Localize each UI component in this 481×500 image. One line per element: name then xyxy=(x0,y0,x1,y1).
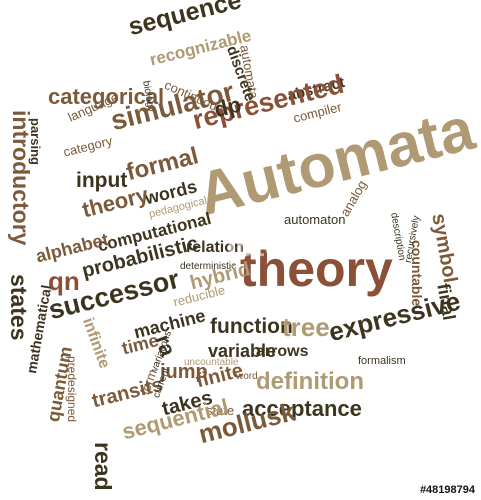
word-jump: jump xyxy=(160,361,208,383)
word-symbol: symbol xyxy=(427,211,462,285)
stock-id: #48198794 xyxy=(419,484,475,496)
word-automaton: automaton xyxy=(284,212,346,227)
word-relation: relation xyxy=(186,239,244,256)
word-introductory: introductory xyxy=(8,110,34,246)
word-acceptance: acceptance xyxy=(242,396,362,421)
word-word: word xyxy=(236,371,258,382)
watermark: fotolia xyxy=(226,230,316,263)
word-state: state xyxy=(206,403,235,418)
word-arrows: arrows xyxy=(256,343,309,360)
word-tree: tree xyxy=(282,312,330,342)
word-read: read xyxy=(90,442,116,491)
word-infinite: infinite xyxy=(78,315,113,371)
word-uncountable: uncountable xyxy=(184,357,239,368)
word-categorical: categorical xyxy=(48,84,165,109)
word-states: states xyxy=(6,274,32,341)
word-function: function xyxy=(210,315,293,338)
word-input: input xyxy=(76,169,128,192)
word-theory: theory xyxy=(240,241,393,297)
word-variable: variable xyxy=(208,341,277,361)
word-deterministic: deterministic xyxy=(180,261,237,272)
word-qn: qn xyxy=(48,266,80,296)
word-definition: definition xyxy=(256,368,364,395)
word-category: category xyxy=(61,132,114,160)
word-formalism: formalism xyxy=(358,355,406,367)
